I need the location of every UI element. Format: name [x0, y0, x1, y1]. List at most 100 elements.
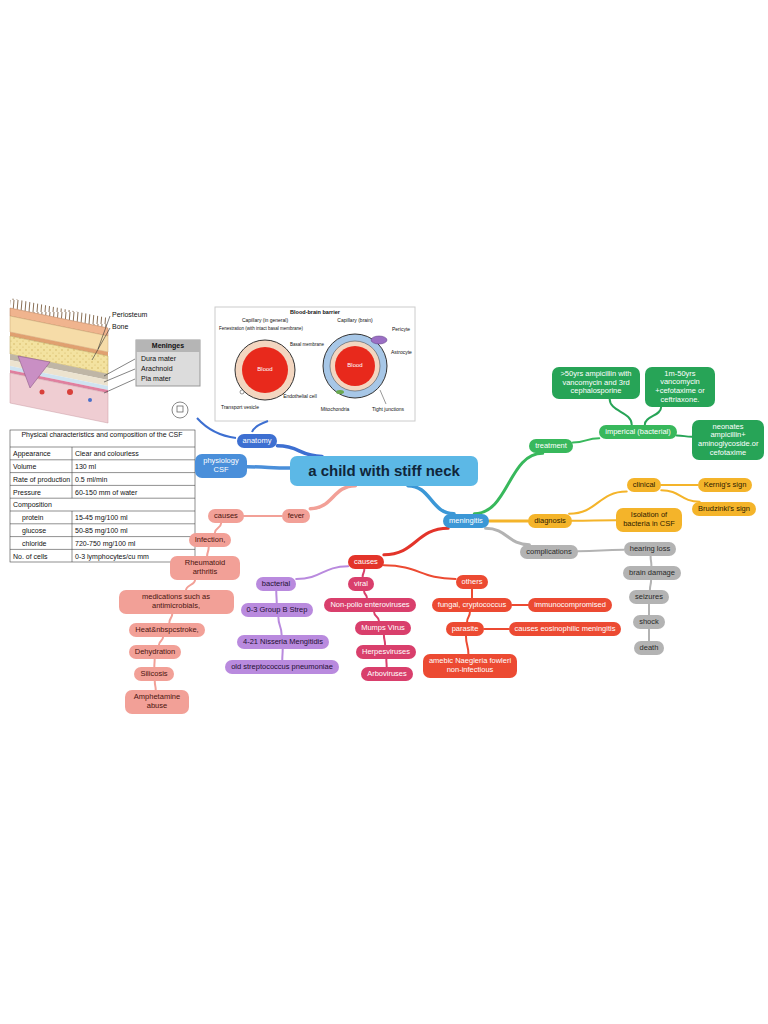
node-text: Isolation of bacteria in CSF: [622, 511, 676, 528]
table-cell: Appearance: [13, 450, 51, 458]
topic-box: amebic Naegleria fowlerinon-infectious: [423, 654, 517, 677]
part-label: Dura mater: [141, 355, 176, 363]
table-cell: 0.5 ml/min: [75, 476, 107, 484]
table-cell: 50-85 mg/100 ml: [75, 527, 128, 535]
node-text: Brudzinki's sign: [698, 505, 750, 514]
table-cell: chloride: [22, 540, 47, 548]
topic-box: old streptococcus pneumoniae: [225, 660, 339, 675]
topic-box: Mumps Virus: [355, 621, 411, 636]
meninges-illustration: [10, 298, 200, 423]
branch-line: [385, 659, 387, 666]
node-text: old streptococcus pneumoniae: [231, 663, 333, 672]
node-text: neonates ampicillin+ aminoglycoside.or c…: [698, 423, 758, 458]
node-text: Silicosis: [140, 670, 167, 679]
topic-box: 1m-50yrs vancomycin +cefotaxime or ceftr…: [645, 367, 715, 408]
topic-box: anatomy: [237, 434, 278, 449]
topic-box: causes: [208, 509, 244, 524]
part-label: Arachnoid: [141, 365, 173, 373]
part-label: Endothelial cell: [283, 394, 317, 400]
branch-line: [648, 604, 650, 614]
branch-line: [471, 589, 473, 597]
node-text: shock: [639, 618, 659, 627]
topic-box: Silicosis: [134, 667, 173, 682]
topic-box: bacterial: [256, 577, 296, 592]
topic-box: Infection,: [189, 533, 231, 548]
topic-box: physiology CSF: [195, 454, 247, 477]
topic-box: fever: [282, 509, 311, 524]
table-cell: 130 ml: [75, 463, 96, 471]
part-label: Pericyte: [392, 327, 410, 333]
topic-box: fungal, cryptococcus: [432, 598, 512, 613]
part-label: Blood-brain barrier: [290, 309, 340, 315]
node-text: causes: [354, 558, 378, 567]
table-cell: glucose: [22, 527, 46, 535]
topic-box: Non-polio enteroviruses: [324, 598, 415, 613]
topic-box: Arboviruses: [361, 667, 413, 682]
branch-line: [275, 591, 277, 602]
topic-box: complications: [520, 545, 577, 560]
topic-box: Rheumatoid arthritis: [170, 556, 240, 579]
part-label: Pia mater: [141, 375, 171, 383]
topic-box: diagnosis: [528, 514, 572, 529]
part-label: Capillary (brain): [337, 318, 372, 324]
topic-box: Amphetamine abuse: [125, 690, 189, 713]
table-cell: Composition: [13, 501, 52, 509]
node-text: immunocompromised: [534, 601, 606, 610]
topic-box: neonates ampicillin+ aminoglycoside.or c…: [692, 420, 764, 461]
table-cell: Pressure: [13, 489, 41, 497]
topic-box: imperical (bacterial): [599, 425, 676, 440]
node-text: complications: [526, 548, 571, 557]
node-text: Heat&nbspcstroke,: [135, 626, 198, 635]
branch-line: [610, 399, 632, 425]
branch-line: [573, 438, 599, 442]
node-text: Rheumatoid arthritis: [176, 559, 234, 576]
table-cell: 60-150 mm of water: [75, 489, 137, 497]
topic-box: meningitis: [443, 514, 489, 529]
topic-box: immunocompromised: [528, 598, 612, 613]
part-label: Blood: [257, 366, 272, 373]
branch-line: [363, 569, 365, 576]
branch-line: [489, 520, 528, 523]
part-label: Astrocyte: [391, 350, 412, 356]
node-text: Non-polio enteroviruses: [330, 601, 409, 610]
node-text: meningitis: [449, 517, 483, 526]
topic-box: shock: [633, 615, 665, 630]
branch-line: [247, 467, 290, 468]
topic-box: treatment: [529, 439, 573, 454]
node-text: others: [462, 578, 483, 587]
topic-box: Brudzinki's sign: [692, 502, 756, 517]
part-label: Basal membrane: [290, 343, 324, 348]
branch-line: [277, 446, 322, 457]
branch-line: [296, 566, 348, 579]
node-text: Infection,: [195, 536, 225, 545]
node-text: medications such as antimicrobials,: [125, 593, 228, 610]
branch-line: [278, 617, 281, 634]
branch-line: [153, 659, 155, 666]
table-cell: Physical characteristics and composition…: [13, 431, 191, 439]
branch-line: [154, 681, 157, 690]
node-text: diagnosis: [534, 517, 566, 526]
node-text: viral: [354, 580, 368, 589]
branch-line: [186, 580, 195, 591]
table-cell: 720-750 mg/100 ml: [75, 540, 135, 548]
node-text: >50yrs ampicillin with vancomycin and 3r…: [558, 370, 634, 396]
node-text: causes: [214, 512, 238, 521]
branch-line: [384, 528, 448, 554]
node-text: death: [640, 644, 659, 653]
topic-box: others: [456, 575, 489, 590]
topic-box: viral: [348, 577, 374, 592]
table-cell: 0-3 lymphocytes/cu mm: [75, 553, 149, 561]
csf-table: [10, 430, 195, 562]
part-label: Tight junctions: [372, 407, 404, 413]
node-text: Amphetamine abuse: [131, 693, 183, 710]
branch-line: [310, 486, 355, 509]
branch-line: [648, 629, 650, 640]
table-cell: No. of cells: [13, 553, 48, 561]
node-text: causes eosinophilic meningitis: [515, 625, 616, 634]
branch-line: [645, 407, 661, 424]
topic-box: 4-21 Nisseria Mengitidis: [237, 635, 329, 650]
branch-line: [281, 649, 283, 659]
table-cell: Clear and colourless: [75, 450, 139, 458]
part-label: Blood: [347, 362, 362, 369]
